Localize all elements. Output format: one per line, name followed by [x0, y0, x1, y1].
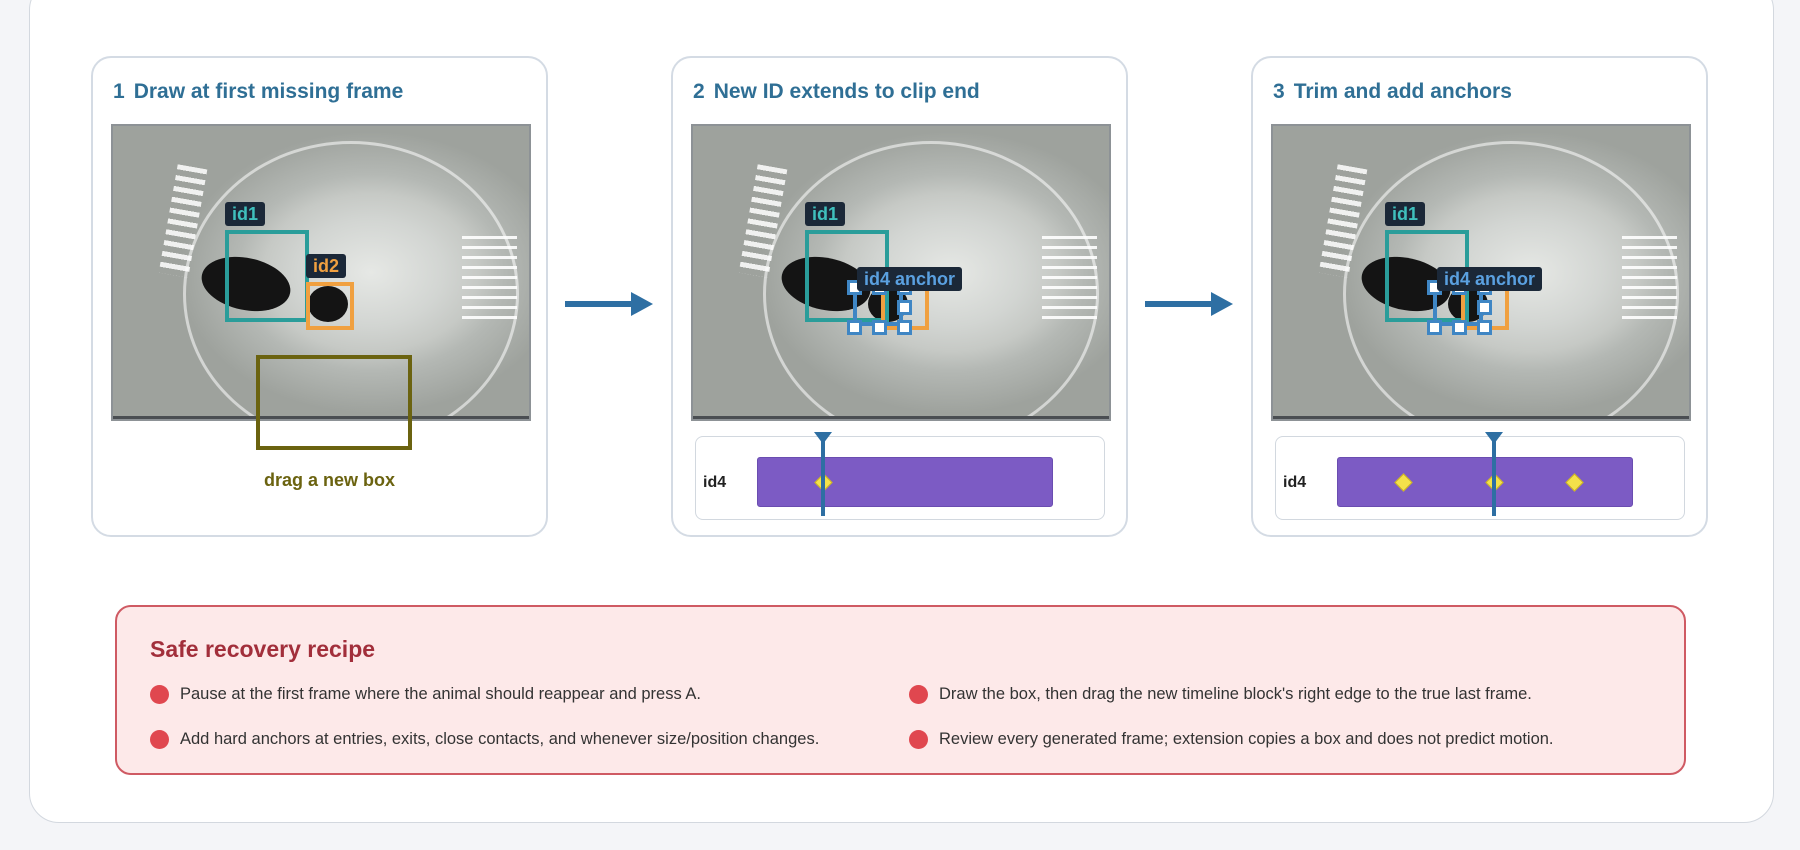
- recipe-tip: Add hard anchors at entries, exits, clos…: [150, 730, 819, 749]
- recipe-tip: Draw the box, then drag the new timeline…: [909, 685, 1532, 704]
- resize-handle[interactable]: [1452, 320, 1467, 335]
- bullet-dot-icon: [150, 730, 169, 749]
- new-box-drag[interactable]: [256, 355, 412, 450]
- id1-tag: id1: [1385, 202, 1426, 226]
- id4-timeline-block[interactable]: [757, 457, 1053, 507]
- id1-box[interactable]: [225, 230, 309, 322]
- arrow-right-icon: [1145, 292, 1233, 316]
- bullet-dot-icon: [909, 685, 928, 704]
- timeline[interactable]: id4: [1275, 432, 1685, 520]
- resize-handle[interactable]: [1427, 320, 1442, 335]
- id1-tag: id1: [805, 202, 846, 226]
- resize-handle[interactable]: [1477, 300, 1492, 315]
- id2-tag: id2: [306, 254, 347, 278]
- id1-tag: id1: [225, 202, 266, 226]
- video-frame[interactable]: id1 id4 anchor: [1271, 124, 1691, 421]
- resize-handle[interactable]: [897, 320, 912, 335]
- bullet-dot-icon: [150, 685, 169, 704]
- playhead-icon[interactable]: [1492, 436, 1496, 516]
- mouse-image: [308, 286, 348, 322]
- bullet-dot-icon: [909, 730, 928, 749]
- recipe-title: Safe recovery recipe: [150, 636, 376, 662]
- id4-anchor-tag: id4 anchor: [1437, 267, 1543, 291]
- recipe-tip: Pause at the first frame where the anima…: [150, 685, 701, 704]
- resize-handle[interactable]: [872, 320, 887, 335]
- recovery-recipe-card: Safe recovery recipe Pause at the first …: [115, 605, 1686, 775]
- track-label: id4: [1283, 474, 1307, 491]
- video-frame[interactable]: id1 id4 anchor: [691, 124, 1111, 421]
- arrow-right-icon: [565, 292, 653, 316]
- playhead-icon[interactable]: [821, 436, 825, 516]
- drag-new-box-label: drag a new box: [263, 470, 396, 490]
- id2-box[interactable]: [306, 282, 354, 330]
- id4-anchor-tag: id4 anchor: [857, 267, 963, 291]
- recipe-tip: Review every generated frame; extension …: [909, 730, 1554, 749]
- resize-handle[interactable]: [1477, 320, 1492, 335]
- video-frame[interactable]: id1 id2: [111, 124, 531, 421]
- timeline[interactable]: id4: [695, 432, 1105, 520]
- resize-handle[interactable]: [847, 320, 862, 335]
- track-label: id4: [703, 474, 727, 491]
- resize-handle[interactable]: [897, 300, 912, 315]
